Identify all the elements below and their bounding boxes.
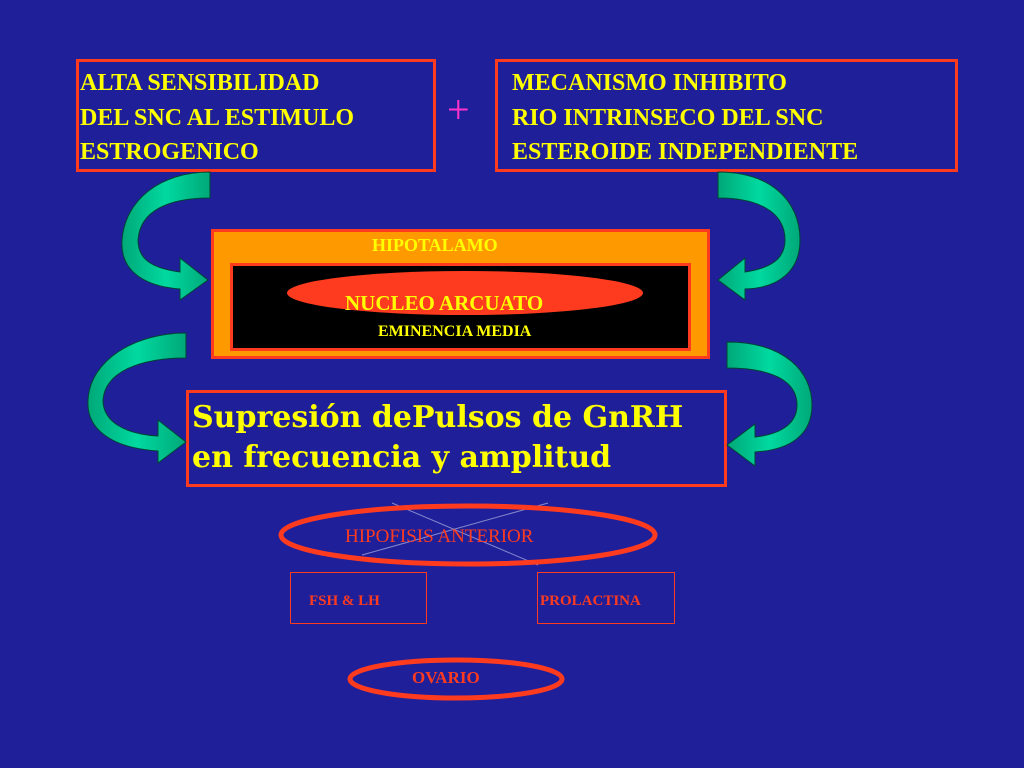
plus-sign: + <box>447 87 470 132</box>
intrinsic-mechanism-line-1: MECANISMO INHIBITO <box>512 70 787 96</box>
fsh-lh-box <box>290 572 427 624</box>
gnrh-suppression-box <box>186 390 727 487</box>
estrogen-sensitivity-box <box>76 59 436 172</box>
fsh-lh-label: FSH & LH <box>309 593 380 609</box>
curved-arrow-icon-top-right <box>717 171 801 301</box>
prolactin-box <box>537 572 675 624</box>
hypothalamus-title: HIPOTALAMO <box>372 235 498 255</box>
intrinsic-mechanism-line-3: ESTEROIDE INDEPENDIENTE <box>512 139 859 165</box>
curved-arrow-icon-bottom-right <box>726 341 813 467</box>
median-eminence-label: EMINENCIA MEDIA <box>378 323 532 340</box>
curved-arrow-icon-top-left <box>121 171 211 301</box>
gnrh-suppression-line-2: en frecuencia y amplitud <box>192 440 612 475</box>
cross-line-2 <box>361 502 549 556</box>
prolactin-label: PROLACTINA <box>540 593 641 609</box>
intrinsic-mechanism-line-2: RIO INTRINSECO DEL SNC <box>512 105 824 131</box>
intrinsic-mechanism-box <box>495 59 958 172</box>
ovary-label: OVARIO <box>412 668 480 687</box>
estrogen-sensitivity-line-1: ALTA SENSIBILIDAD <box>80 70 320 96</box>
estrogen-sensitivity-line-2: DEL SNC AL ESTIMULO <box>80 105 355 131</box>
anterior-pituitary-label: HIPOFISIS ANTERIOR <box>345 526 534 547</box>
cross-line-1 <box>391 502 539 566</box>
arcuate-nucleus-ellipse <box>287 271 643 315</box>
ovary-ellipse <box>347 657 565 701</box>
anterior-pituitary-ellipse <box>278 503 658 567</box>
estrogen-sensitivity-line-3: ESTROGENICO <box>80 139 259 165</box>
arcuate-nucleus-label: NUCLEO ARCUATO <box>345 291 544 315</box>
curved-arrow-icon-bottom-left <box>87 332 187 464</box>
gnrh-suppression-line-1: Supresión dePulsos de GnRH <box>192 400 684 435</box>
